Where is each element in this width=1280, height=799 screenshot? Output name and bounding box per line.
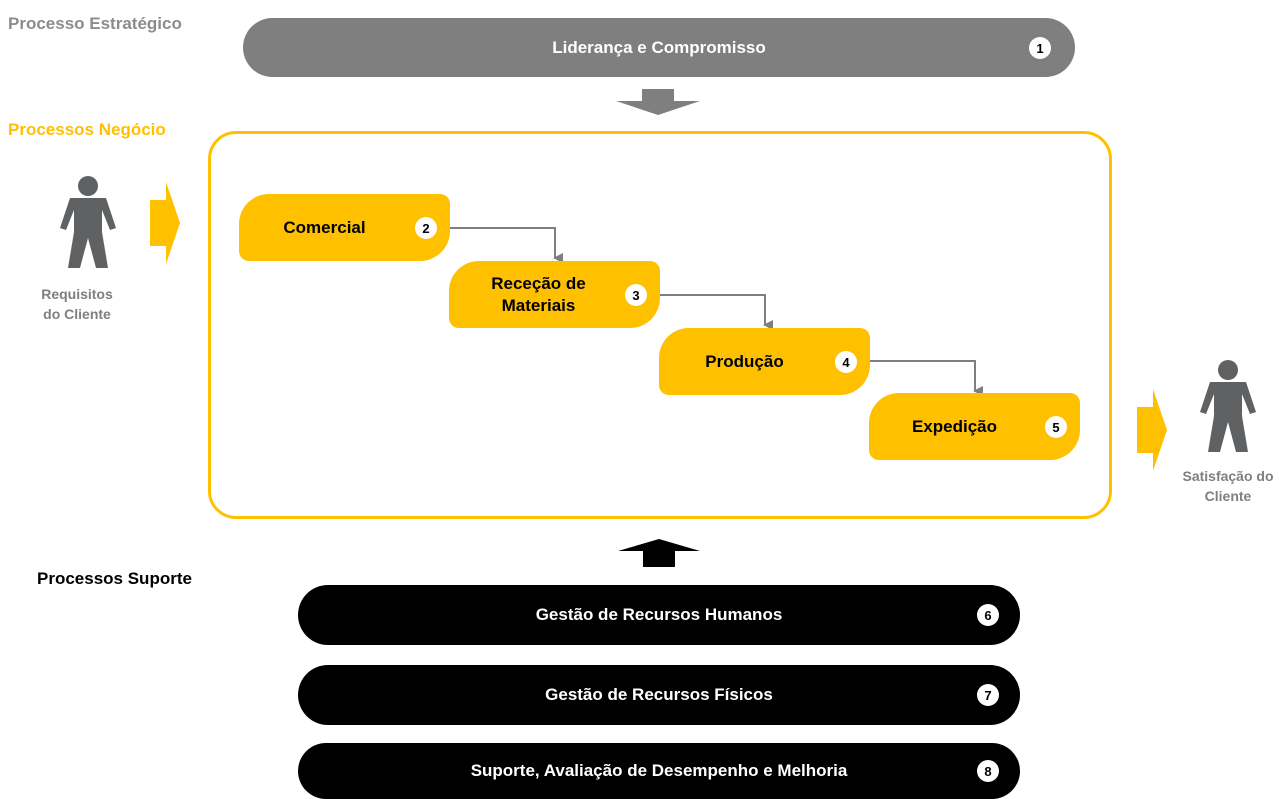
process-label: Suporte, Avaliação de Desempenho e Melho… xyxy=(470,761,848,780)
process-gestao-recursos-humanos[interactable]: Gestão de Recursos Humanos 6 xyxy=(298,585,1020,645)
process-suporte-avaliacao-melhoria[interactable]: Suporte, Avaliação de Desempenho e Melho… xyxy=(298,743,1020,799)
business-process-container xyxy=(208,131,1112,519)
down-arrow-icon xyxy=(616,89,700,115)
process-label: Comercial xyxy=(283,217,366,237)
process-label: Expedição xyxy=(911,416,998,436)
process-label: Gestão de Recursos Humanos xyxy=(535,605,783,624)
yellow-arrow-icon xyxy=(1137,389,1167,471)
process-comercial[interactable]: Comercial 2 xyxy=(239,194,450,261)
process-number-badge: 6 xyxy=(977,604,999,626)
process-gestao-recursos-fisicos[interactable]: Gestão de Recursos Físicos 7 xyxy=(298,665,1020,725)
process-lideranca[interactable]: Liderança e Compromisso 1 xyxy=(243,18,1075,77)
process-number-badge: 8 xyxy=(977,760,999,782)
connector-3-4 xyxy=(659,294,773,330)
support-section-label: Processos Suporte xyxy=(37,569,192,588)
process-expedicao[interactable]: Expedição 5 xyxy=(869,393,1080,460)
business-section-label: Processos Negócio xyxy=(8,120,166,139)
process-label: Liderança e Compromisso xyxy=(552,37,766,57)
person-icon xyxy=(60,176,116,268)
connector-4-5 xyxy=(869,360,983,396)
process-number-badge: 3 xyxy=(625,284,647,306)
strategic-section-label: Processo Estratégico xyxy=(8,14,182,33)
process-rececao-materiais[interactable]: Receção de Materiais 3 xyxy=(449,261,660,328)
up-arrow-icon xyxy=(618,539,700,567)
process-producao[interactable]: Produção 4 xyxy=(659,328,870,395)
process-number-badge: 5 xyxy=(1045,416,1067,438)
process-number-badge: 4 xyxy=(835,351,857,373)
customer-requirements-label: Requisitos do Cliente xyxy=(41,286,113,322)
process-label: Gestão de Recursos Físicos xyxy=(545,685,773,704)
process-number-badge: 2 xyxy=(415,217,437,239)
yellow-arrow-icon xyxy=(150,182,180,264)
customer-satisfaction-label: Satisfação do Cliente xyxy=(1182,468,1274,504)
process-label: Produção xyxy=(705,351,784,371)
connector-2-3 xyxy=(449,227,563,263)
process-number-badge: 1 xyxy=(1029,37,1051,59)
process-number-badge: 7 xyxy=(977,684,999,706)
person-icon xyxy=(1200,360,1256,452)
process-label: Receção de Materiais xyxy=(491,273,586,315)
